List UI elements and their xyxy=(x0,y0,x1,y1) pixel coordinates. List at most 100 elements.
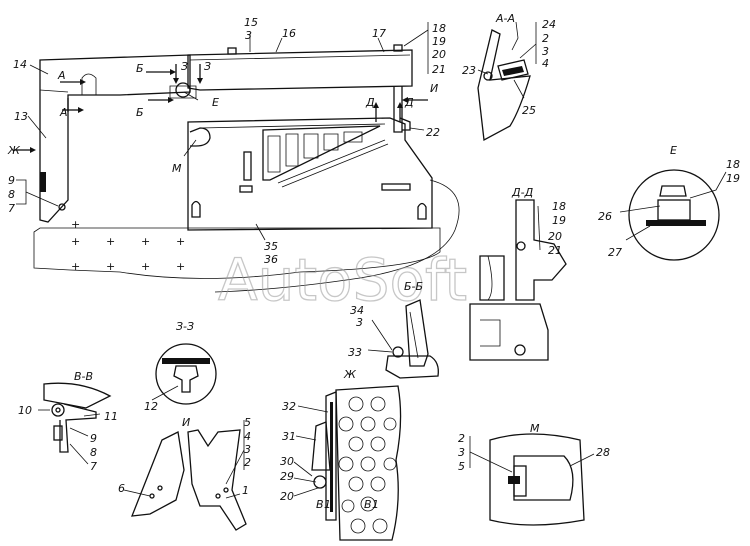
e-washer xyxy=(646,220,706,226)
callout-3-i: 3 xyxy=(244,443,251,456)
view-mark-zh: Ж xyxy=(7,144,21,157)
callout-31: 31 xyxy=(282,430,296,443)
view-i xyxy=(123,420,247,531)
callout-4-aa: 4 xyxy=(542,57,549,70)
detail-e xyxy=(619,169,727,261)
section-title-dd: Д-Д xyxy=(511,186,534,199)
svg-text:+: + xyxy=(71,235,80,248)
zh-panel xyxy=(335,385,402,541)
vv-plate xyxy=(53,425,63,441)
hinge-e-bracket xyxy=(169,85,197,99)
callout-26: 26 xyxy=(598,210,612,223)
view-mark-a2: А xyxy=(59,106,68,119)
callout-22: 22 xyxy=(426,126,440,139)
m-fastener xyxy=(508,476,520,484)
svg-text:+: + xyxy=(106,260,115,273)
callout-2-i: 2 xyxy=(244,456,251,469)
detail-e-circle xyxy=(628,169,720,261)
section-zz xyxy=(151,343,217,405)
callout-20-dd: 20 xyxy=(548,230,562,243)
door-foot-right xyxy=(417,202,427,220)
callout-27: 27 xyxy=(608,246,622,259)
dd-bracket-lower xyxy=(469,303,549,361)
zh-latch xyxy=(325,391,337,521)
callout-25: 25 xyxy=(522,104,536,117)
view-mark-b1: Б xyxy=(136,62,144,75)
e-bolt-head xyxy=(659,185,687,197)
callout-1-zh: 1 xyxy=(324,498,331,511)
zh-strip xyxy=(330,402,333,512)
callout-17: 17 xyxy=(372,27,386,40)
callout-20-zh: 20 xyxy=(280,490,294,503)
callout-20-main: 20 xyxy=(432,48,446,61)
svg-text:+: + xyxy=(141,260,150,273)
bb-nut xyxy=(392,346,404,358)
aa-seal-fill xyxy=(502,66,524,76)
svg-text:+: + xyxy=(71,260,80,273)
callout-7-vv: 7 xyxy=(90,460,97,473)
zz-clip xyxy=(173,365,199,393)
svg-text:+: + xyxy=(71,218,80,231)
view-mark-a1: А xyxy=(57,69,66,82)
section-title-zh: Ж xyxy=(343,368,357,381)
view-mark-e: Е xyxy=(212,96,219,109)
svg-text:+: + xyxy=(141,235,150,248)
callout-19-e: 19 xyxy=(726,172,740,185)
roof-beam-line xyxy=(189,54,411,61)
callout-32: 32 xyxy=(282,400,296,413)
vertical-post xyxy=(39,54,191,223)
view-mark-z1: З xyxy=(181,60,188,73)
section-arrows xyxy=(14,64,428,153)
dd-bolt-low xyxy=(514,344,526,356)
aa-seal xyxy=(497,59,529,81)
post-inner-edge xyxy=(39,89,69,93)
zz-plate xyxy=(162,358,210,364)
callout-30: 30 xyxy=(280,455,294,468)
e-bolt-body xyxy=(657,199,691,221)
section-title-i: И xyxy=(182,416,190,429)
callout-2-aa: 2 xyxy=(542,32,549,45)
vv-pin xyxy=(51,403,65,417)
door-panel xyxy=(187,117,433,231)
dd-bolt xyxy=(516,241,526,251)
callout-34: 34 xyxy=(350,304,364,317)
section-title-e: Е xyxy=(670,144,677,157)
callout-12: 12 xyxy=(144,400,158,413)
callout-1b-zh: 1 xyxy=(372,498,379,511)
callout-36: 36 xyxy=(264,253,278,266)
svg-text:+: + xyxy=(106,235,115,248)
callout-13: 13 xyxy=(14,110,28,123)
callout-5-i: 5 xyxy=(244,416,251,429)
callout-3-bb: 3 xyxy=(356,316,363,329)
callout-35: 35 xyxy=(264,240,278,253)
view-mark-d1: Д xyxy=(365,96,375,109)
callout-24: 24 xyxy=(542,18,556,31)
svg-text:+: + xyxy=(176,260,185,273)
post-latch xyxy=(40,172,46,192)
callout-8-vv: 8 xyxy=(90,446,97,459)
door-foot-left xyxy=(191,200,201,218)
callout-3-m: 3 xyxy=(458,446,465,459)
section-title-m: М xyxy=(530,422,540,435)
callout-19-main: 19 xyxy=(432,35,446,48)
callout-18-main: 18 xyxy=(432,22,446,35)
zz-circle xyxy=(155,343,217,405)
door-handle xyxy=(381,183,411,191)
door-inner-line xyxy=(199,123,386,129)
vv-pin-inner xyxy=(55,407,61,413)
section-bb xyxy=(367,299,439,379)
section-aa xyxy=(477,21,537,142)
dd-bracket-upper xyxy=(515,199,567,301)
section-dd xyxy=(469,199,567,361)
cab-silhouette xyxy=(33,227,441,279)
callout-14: 14 xyxy=(13,58,27,71)
view-zh xyxy=(293,385,402,541)
roof-clip-b xyxy=(393,44,403,52)
callout-9-main: 9 xyxy=(8,174,15,187)
view-mark-b2: Б xyxy=(136,106,144,119)
bb-base xyxy=(385,355,439,379)
callout-15: 15 xyxy=(244,16,258,29)
callout-9-vv: 9 xyxy=(90,432,97,445)
post-bracket xyxy=(81,73,97,95)
